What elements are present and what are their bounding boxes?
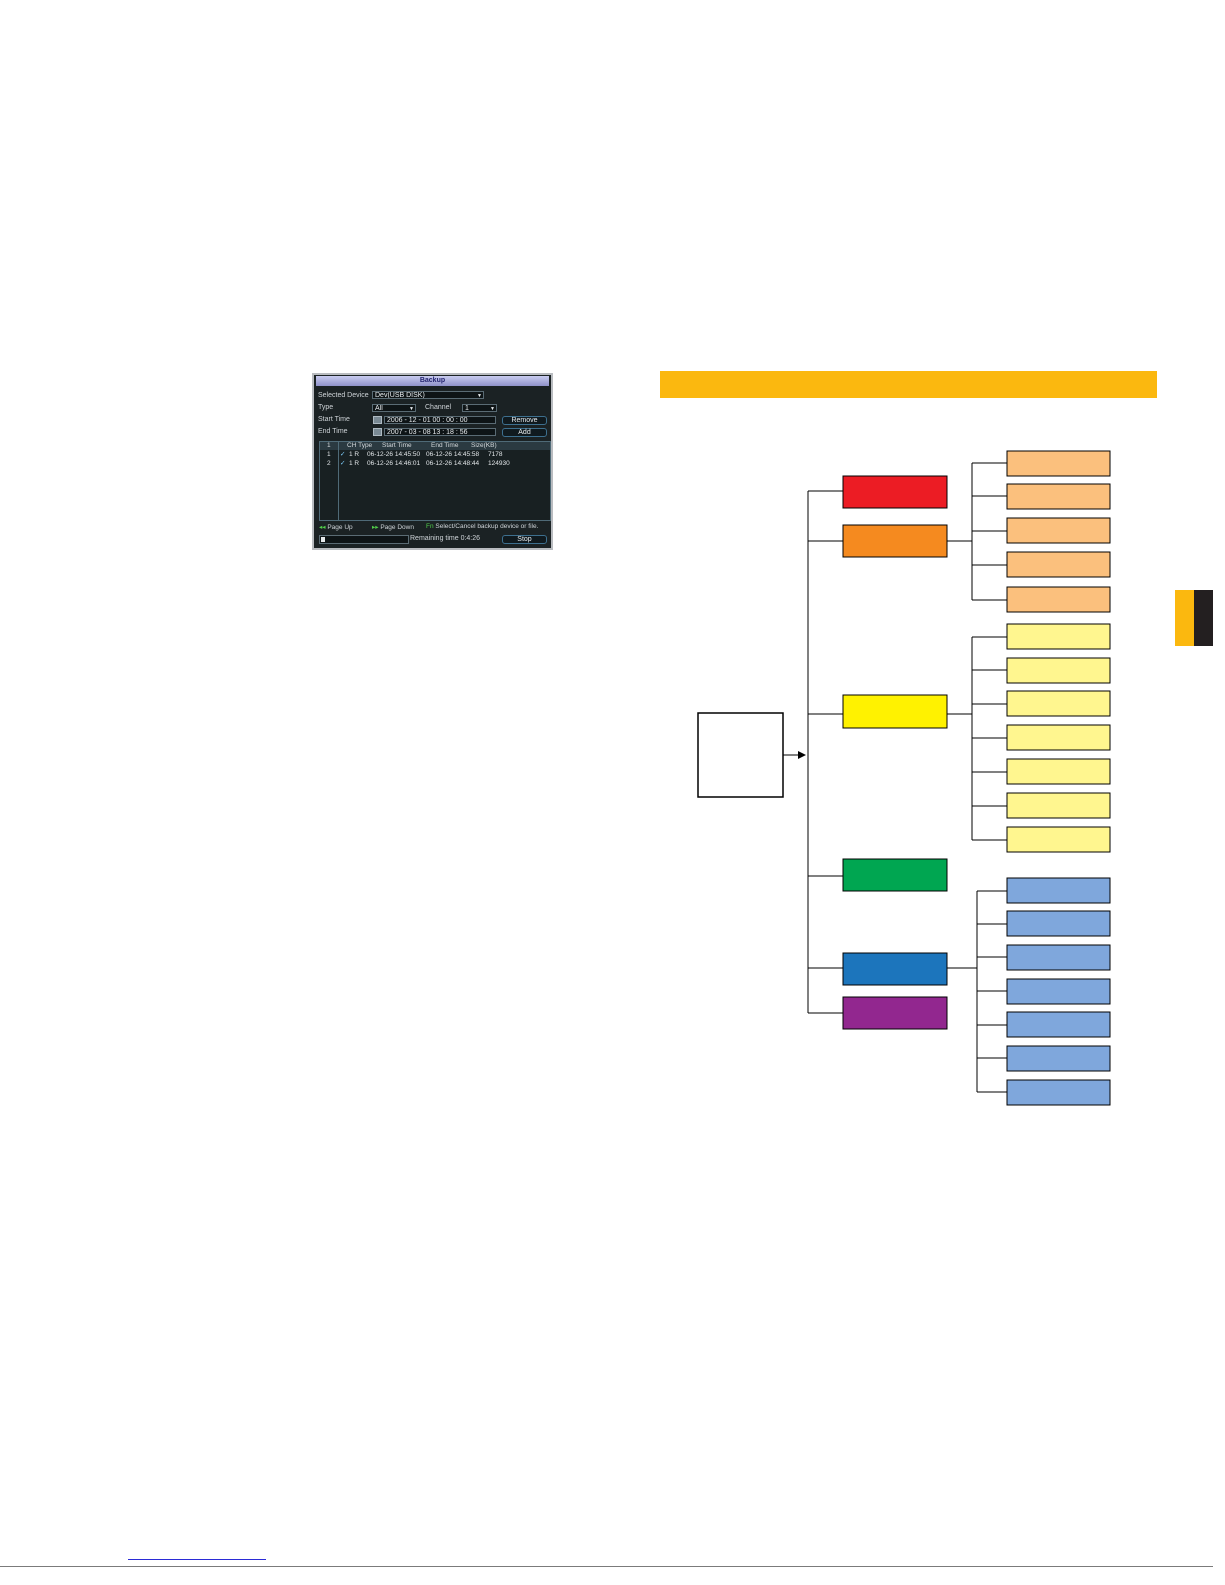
row-start-time: 06-12-26 14:46:01	[367, 460, 421, 467]
column-header-start-time: Start Time	[382, 442, 412, 449]
backup-file-list[interactable]: 1 CH Type Start Time End Time Size(KB) 1…	[319, 441, 551, 521]
stop-button[interactable]: Stop	[502, 535, 547, 544]
yellow-child-node	[1006, 657, 1111, 684]
chevron-down-icon: ▼	[477, 393, 482, 399]
selected-device-value: Dev(USB DISK)	[375, 392, 425, 399]
type-select[interactable]: All ▼	[372, 404, 416, 412]
blue-child-node	[1006, 1079, 1111, 1106]
page-down-label: Page Down	[380, 524, 414, 531]
list-header: 1 CH Type Start Time End Time Size(KB)	[320, 442, 550, 450]
yellow-child-node	[1006, 724, 1111, 751]
root-node	[697, 712, 784, 798]
chevron-down-icon: ▼	[409, 406, 414, 412]
channel-select[interactable]: 1 ▼	[462, 404, 497, 412]
row-size: 7178	[488, 451, 503, 458]
column-header-size: Size(KB)	[471, 442, 497, 449]
page-up-hint[interactable]: ◂◂ Page Up	[319, 523, 353, 531]
chapter-tab-dark	[1194, 590, 1213, 646]
type-label: Type	[318, 404, 334, 411]
orange-child-node	[1006, 450, 1111, 477]
row-end-time: 06-12-26 14:48:44	[426, 460, 480, 467]
blue-child-node	[1006, 877, 1111, 904]
orange-child-node	[1006, 483, 1111, 510]
blue-node	[842, 952, 948, 986]
list-item[interactable]: 2 ✓ 1 R 06-12-26 14:46:01 06-12-26 14:48…	[320, 460, 550, 468]
backup-progress-bar	[319, 535, 409, 544]
yellow-child-node	[1006, 690, 1111, 717]
fn-key-icon: Fn	[426, 523, 434, 530]
remaining-time-label: Remaining time 0:4:26	[410, 535, 481, 542]
orange-child-node	[1006, 551, 1111, 578]
select-hint-label: Select/Cancel backup device or file.	[435, 523, 539, 530]
row-index: 1	[327, 451, 331, 458]
chapter-tab-yellow	[1175, 590, 1194, 646]
channel-label: Channel	[425, 404, 452, 411]
select-hint: Fn Select/Cancel backup device or file.	[426, 523, 538, 530]
page-down-icon: ▸▸	[372, 524, 379, 531]
column-header-ch-type: CH Type	[347, 442, 373, 449]
orange-child-node	[1006, 517, 1111, 544]
blue-child-node	[1006, 944, 1111, 971]
calendar-icon[interactable]	[373, 416, 382, 424]
page-up-icon: ◂◂	[319, 524, 326, 531]
type-value: All	[375, 405, 383, 412]
yellow-child-node	[1006, 758, 1111, 785]
row-ch-type: 1 R	[349, 460, 360, 467]
yellow-child-node	[1006, 623, 1111, 650]
selected-device-label: Selected Device	[318, 392, 369, 399]
footer-rule	[0, 1566, 1213, 1567]
blue-child-node	[1006, 978, 1111, 1005]
add-button[interactable]: Add	[502, 428, 547, 437]
end-time-field[interactable]: 2007 - 03 - 08 13 : 18 : 56	[384, 428, 496, 436]
yellow-child-node	[1006, 792, 1111, 819]
list-item[interactable]: 1 ✓ 1 R 06-12-26 14:45:50 06-12-26 14:45…	[320, 451, 550, 459]
column-header-end-time: End Time	[431, 442, 459, 449]
yellow-child-node	[1006, 826, 1111, 853]
backup-dialog: Backup Selected Device Dev(USB DISK) ▼ T…	[312, 373, 553, 550]
page-up-label: Page Up	[327, 524, 353, 531]
blue-child-node	[1006, 910, 1111, 937]
yellow-node	[842, 694, 948, 729]
green-node	[842, 858, 948, 892]
chevron-down-icon: ▼	[490, 406, 495, 412]
remove-button[interactable]: Remove	[502, 416, 547, 425]
selected-device-select[interactable]: Dev(USB DISK) ▼	[372, 391, 484, 399]
checkmark-icon[interactable]: ✓	[340, 460, 346, 467]
purple-node	[842, 996, 948, 1030]
blue-child-node	[1006, 1045, 1111, 1072]
blue-child-node	[1006, 1011, 1111, 1038]
dialog-title: Backup	[316, 376, 549, 386]
calendar-icon[interactable]	[373, 428, 382, 436]
checkmark-icon[interactable]: ✓	[340, 451, 346, 458]
row-end-time: 06-12-26 14:45:58	[426, 451, 480, 458]
orange-node	[842, 524, 948, 558]
row-start-time: 06-12-26 14:45:50	[367, 451, 421, 458]
orange-child-node	[1006, 586, 1111, 613]
channel-value: 1	[465, 405, 469, 412]
row-size: 124930	[488, 460, 510, 467]
progress-fill	[321, 537, 326, 542]
start-time-field[interactable]: 2006 - 12 - 01 00 : 00 : 00	[384, 416, 496, 424]
row-index: 2	[327, 460, 331, 467]
start-time-label: Start Time	[318, 416, 350, 423]
column-divider	[338, 442, 339, 520]
page-down-hint[interactable]: ▸▸ Page Down	[372, 523, 414, 531]
row-ch-type: 1 R	[349, 451, 360, 458]
column-header-index: 1	[327, 442, 331, 449]
red-node	[842, 475, 948, 509]
section-header-bar	[660, 371, 1157, 398]
footer-link-underline[interactable]	[128, 1559, 266, 1560]
end-time-label: End Time	[318, 428, 348, 435]
